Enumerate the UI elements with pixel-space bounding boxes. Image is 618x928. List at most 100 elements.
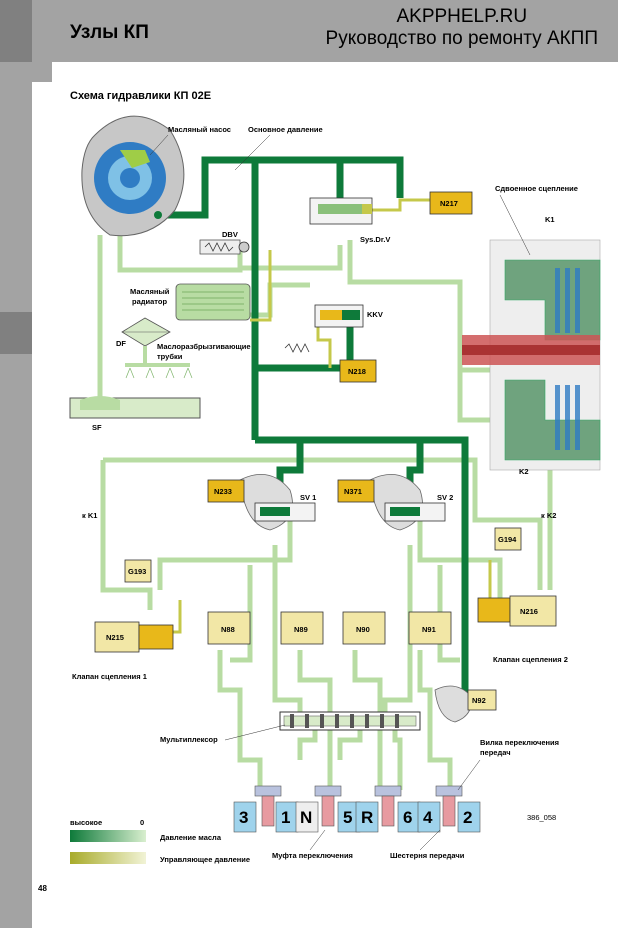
solenoid-n371: N371	[337, 479, 375, 503]
legend-high-label: высокое	[70, 818, 102, 827]
sysdrv-label: Sys.Dr.V	[360, 235, 390, 244]
sf-label: SF	[92, 423, 102, 432]
gear-2	[457, 801, 481, 833]
solenoid-n215: N215	[94, 621, 174, 653]
pump-label: Масляный насос	[168, 125, 231, 134]
cooler-label-1: Масляный	[130, 287, 170, 296]
gearwheel-label: Шестерня передачи	[390, 851, 465, 860]
sensor-g194: G194	[494, 527, 522, 551]
leader-lines	[149, 134, 531, 851]
svg-text:N90: N90	[356, 625, 370, 634]
svg-text:N215: N215	[106, 633, 124, 642]
side-tab-top	[0, 0, 32, 62]
gear-label: R	[361, 808, 373, 827]
side-tab-mid	[0, 312, 32, 354]
to-k1-label: к K1	[82, 511, 97, 520]
df-label: DF	[116, 339, 126, 348]
gear-4	[417, 801, 441, 833]
oil-cooler	[175, 283, 251, 321]
spray-tubes	[125, 346, 190, 367]
section-title: Узлы КП	[70, 22, 149, 43]
spray-label-1: Маслоразбрызгивающие	[157, 342, 251, 351]
solenoid-n92: N92	[467, 689, 497, 711]
sv1-valve	[239, 473, 316, 531]
svg-text:N92: N92	[472, 696, 486, 705]
svg-text:N91: N91	[422, 625, 436, 634]
solenoid-n216: N216	[477, 595, 557, 627]
page-number: 48	[38, 884, 47, 893]
solenoid-n88: N88	[207, 611, 251, 645]
gear-3	[233, 801, 257, 833]
dbv-valve	[199, 239, 250, 255]
sensor-g193: G193	[124, 559, 152, 583]
to-k2-label: к K2	[541, 511, 556, 520]
svg-text:N218: N218	[348, 367, 366, 376]
diagram-labels: Масляный насос Основное давление Сдвоенн…	[72, 125, 578, 860]
spray-label-2: трубки	[157, 352, 183, 361]
cooler-label-2: радиатор	[132, 297, 167, 306]
oil-pan	[69, 396, 201, 419]
svg-text:N233: N233	[214, 487, 232, 496]
fork-label-2: передач	[480, 748, 511, 757]
solenoids: N217 N218 N233 N371 G193 G194 N215	[94, 191, 557, 711]
figure-code: 386_058	[527, 813, 556, 822]
solenoid-n217: N217	[429, 191, 473, 215]
header-decor	[32, 62, 52, 82]
dbv-label: DBV	[222, 230, 238, 239]
df-filter	[121, 317, 171, 347]
main-pressure-label: Основное давление	[248, 125, 323, 134]
gear-r	[355, 801, 379, 833]
svg-text:N217: N217	[440, 199, 458, 208]
sv1-label: SV 1	[300, 493, 316, 502]
gear-label: 2	[463, 808, 472, 827]
dual-clutch	[462, 239, 601, 471]
svg-text:G193: G193	[128, 567, 146, 576]
legend-oil-label: Давление масла	[160, 833, 222, 842]
fork-label-1: Вилка переключения	[480, 738, 559, 747]
solenoid-n89: N89	[280, 611, 324, 645]
solenoid-n90: N90	[342, 611, 386, 645]
svg-text:N371: N371	[344, 487, 362, 496]
side-bar	[0, 0, 32, 928]
clutch-valve2-label: Клапан сцепления 2	[493, 655, 568, 664]
brand-site: AKPPHELP.RU	[396, 6, 528, 27]
gear-label: 4	[423, 808, 433, 827]
k1-label: K1	[545, 215, 555, 224]
legend-control-label: Управляющее давление	[160, 855, 250, 864]
low-pressure-lines	[97, 230, 553, 790]
svg-text:N89: N89	[294, 625, 308, 634]
solenoid-n91: N91	[408, 611, 452, 645]
multiplexer-label: Мультиплексор	[160, 735, 218, 744]
dual-clutch-label: Сдвоенное сцепление	[495, 184, 578, 193]
gear-label: N	[300, 808, 312, 827]
shift-forks	[254, 785, 463, 797]
sysdrv-valve	[309, 197, 373, 225]
sleeve-label: Муфта переключения	[272, 851, 353, 860]
sv2-valve	[369, 473, 446, 531]
spray-jets	[125, 367, 193, 379]
svg-text:N216: N216	[520, 607, 538, 616]
gear-label: 5	[343, 808, 352, 827]
kkv-valve	[284, 304, 364, 353]
header-band	[32, 0, 618, 62]
legend-control-swatch	[70, 852, 146, 864]
brand-block: AKPPHELP.RU Руководство по ремонту АКПП	[326, 6, 598, 50]
multiplexer	[279, 711, 421, 731]
kkv-label: KKV	[367, 310, 383, 319]
svg-text:N88: N88	[221, 625, 235, 634]
gear-label: 6	[403, 808, 412, 827]
solenoid-n233: N233	[207, 479, 245, 503]
clutch-valve1-label: Клапан сцепления 1	[72, 672, 147, 681]
sv2-label: SV 2	[437, 493, 453, 502]
legend-zero-label: 0	[140, 818, 144, 827]
brand-subtitle: Руководство по ремонту АКПП	[325, 28, 598, 49]
n92-valve	[434, 685, 472, 723]
shift-sleeves	[261, 795, 456, 827]
gear-n	[295, 801, 319, 833]
solenoid-n218: N218	[339, 359, 377, 383]
gear-wheels: 3 1 N 5 R 6 4 2	[233, 801, 481, 833]
k2-label: K2	[519, 467, 529, 476]
gear-label: 1	[281, 808, 290, 827]
legend: высокое 0 Давление масла Управляющее дав…	[70, 818, 250, 864]
